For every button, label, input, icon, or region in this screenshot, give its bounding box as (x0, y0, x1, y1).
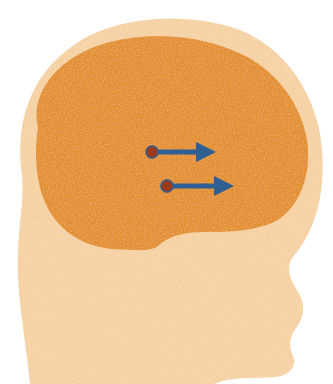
arrow-lower-origin (161, 180, 173, 192)
arrow-upper-origin (146, 146, 158, 158)
